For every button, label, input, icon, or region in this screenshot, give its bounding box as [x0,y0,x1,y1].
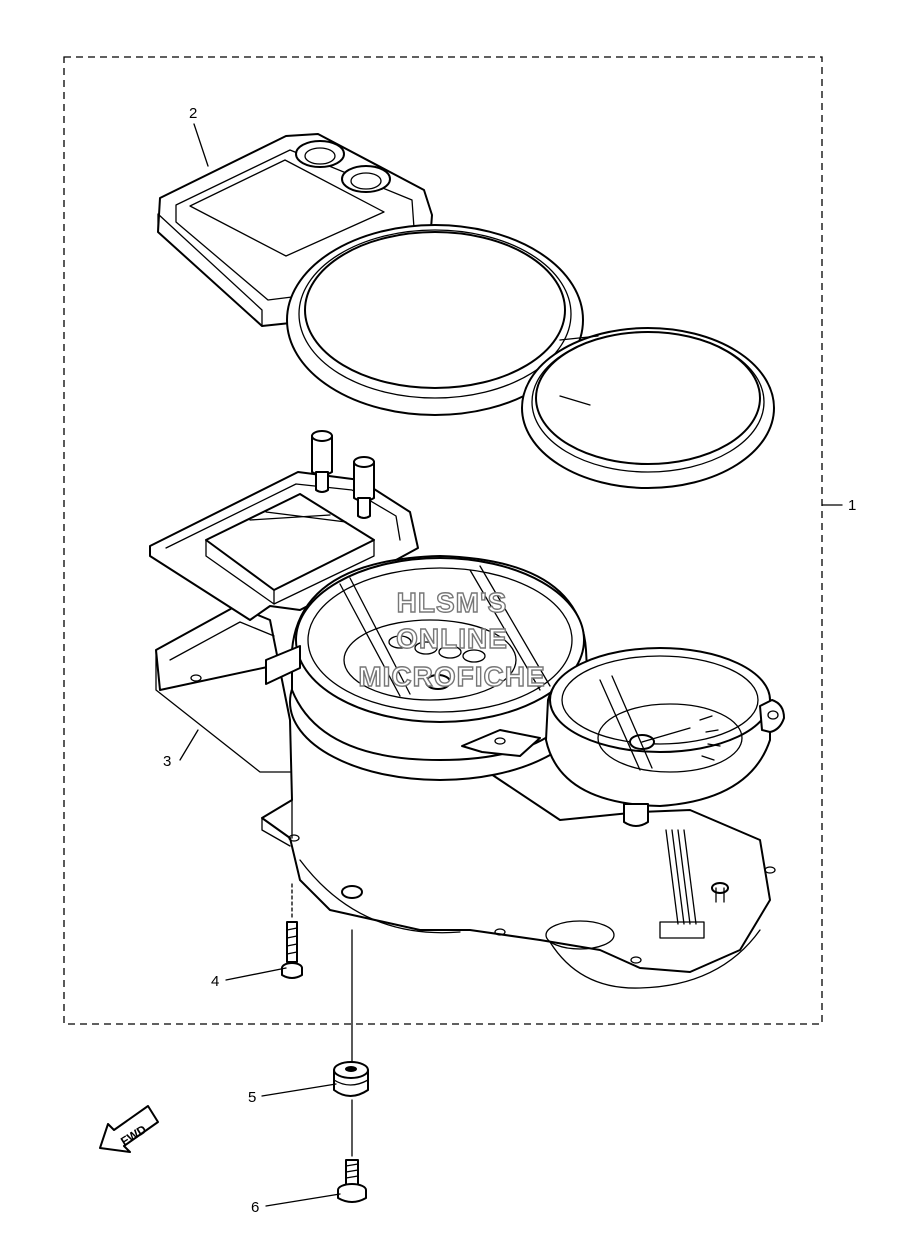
callout-4: 4 [211,973,219,990]
watermark-line-1: HLSM'S [397,587,508,618]
callout-3: 3 [163,753,171,770]
part-3-meter-assembly[interactable] [149,471,785,989]
callout-6: 6 [251,1199,259,1216]
callout-1: 1 [848,497,856,514]
locating-pins [311,430,375,519]
callout-2: 2 [189,105,197,122]
part-6-bolt[interactable] [337,1159,367,1203]
part-4-screw[interactable] [281,883,303,979]
part-2-meter-cover[interactable] [157,133,775,489]
fwd-arrow-icon: FWD [99,1105,159,1153]
callout-5: 5 [248,1089,256,1106]
part-5-grommet[interactable] [333,929,369,1157]
leader-lines [179,123,843,1207]
assembly-boundary [63,56,823,1025]
watermark-line-2: ONLINE [396,623,508,654]
watermark-line-3: MICROFICHE [358,661,545,692]
